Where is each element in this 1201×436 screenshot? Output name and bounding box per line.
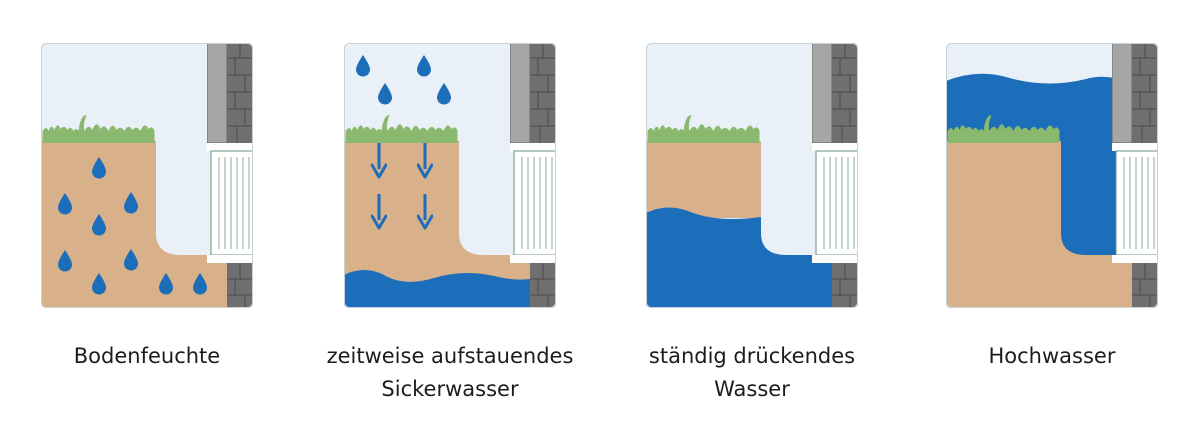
water [646,207,832,308]
caption-drueckendes-wasser: ständig drückendes Wasser [648,344,856,401]
sickerwasser-illustration [344,43,556,308]
hochwasser-illustration [946,43,1158,308]
bodenfeuchte-illustration [41,43,253,308]
soil [344,141,530,308]
caption-hochwasser: Hochwasser [988,344,1116,368]
panel-bodenfeuchte [41,43,253,308]
caption-sickerwasser: zeitweise aufstauendes Sickerwasser [326,344,574,401]
caption-bodenfeuchte: Bodenfeuchte [73,344,221,368]
drueckendes-wasser-illustration [646,43,858,308]
water [344,270,530,308]
panel-sickerwasser [344,43,556,308]
soil [41,141,227,308]
panel-hochwasser [946,43,1158,308]
panel-drueckendes-wasser [646,43,858,308]
soil [946,141,1132,308]
soil [646,141,761,218]
